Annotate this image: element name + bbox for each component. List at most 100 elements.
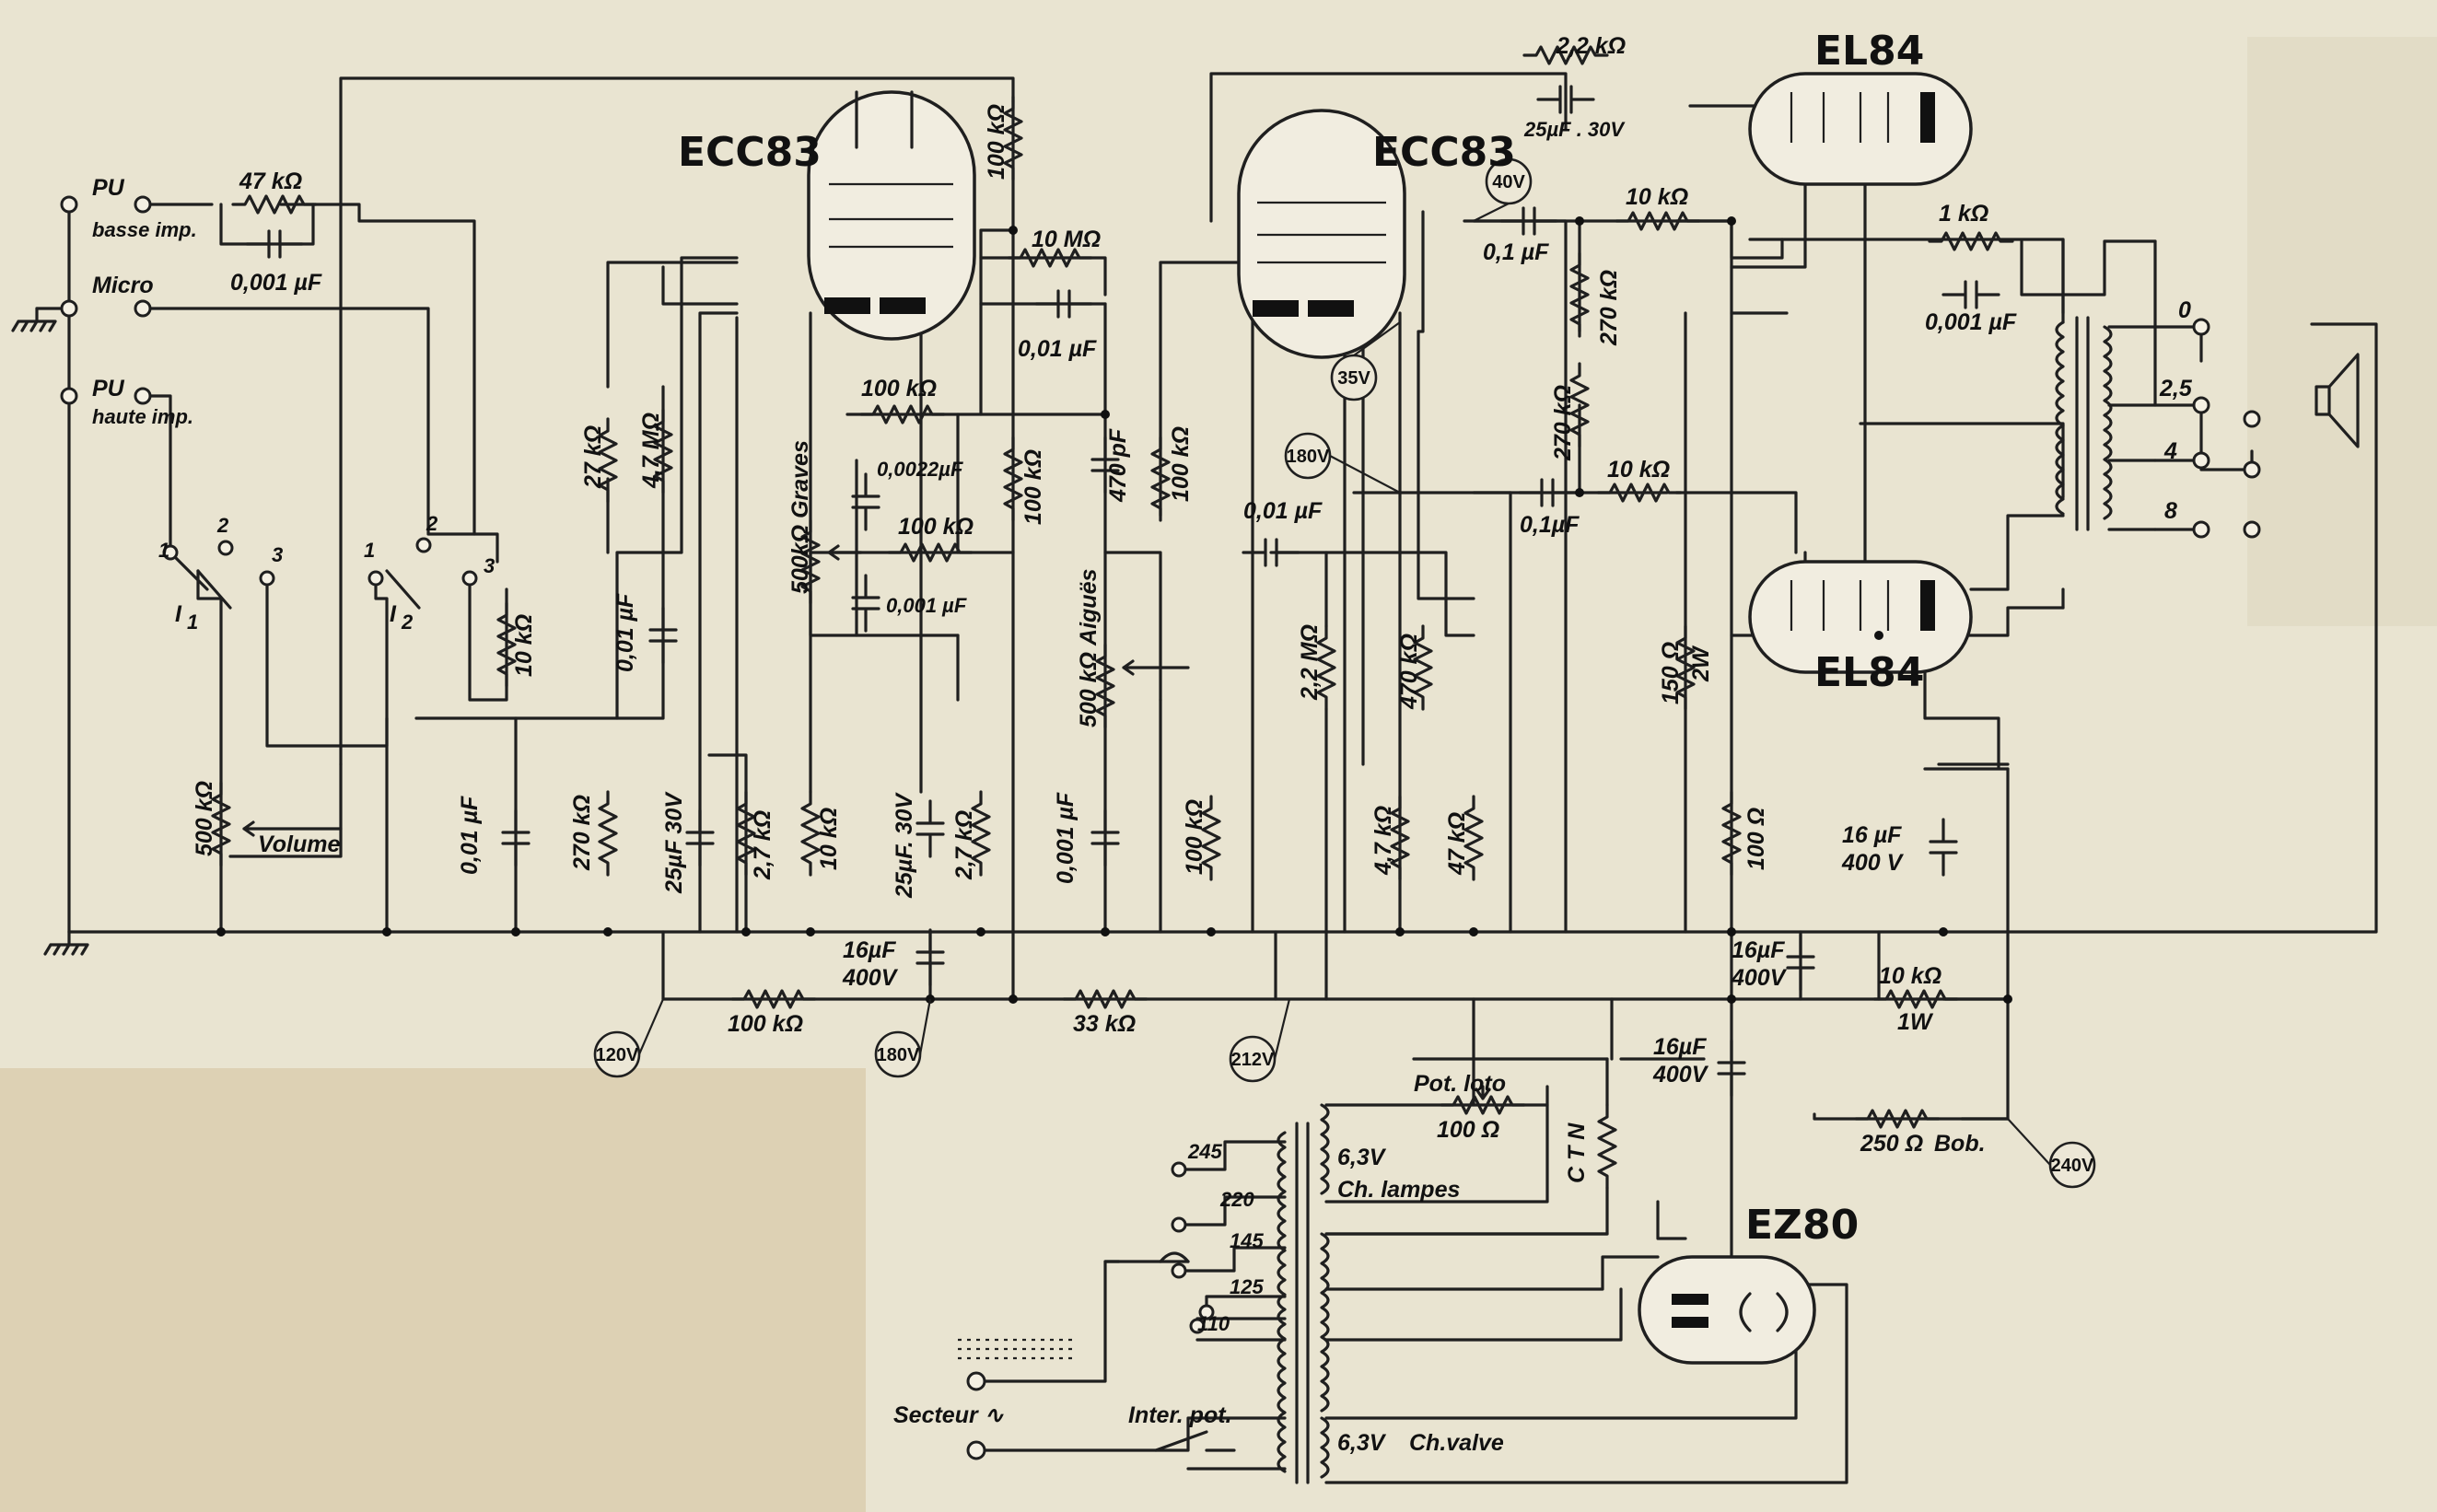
tube-label-ez80: EZ80 [1745, 1202, 1859, 1249]
voltage-240v: 240V [2051, 1156, 2094, 1176]
r-27k-label: 27 kΩ [580, 425, 606, 489]
input-pu-high: PU [92, 376, 125, 401]
tube-ecc83-2 [1237, 109, 1406, 359]
voltage-180v-a: 180V [1287, 447, 1330, 467]
voltage-120v: 120V [596, 1045, 639, 1065]
r-470k-label: 470 kΩ [1396, 634, 1422, 710]
input-pu-low: PU [92, 175, 125, 201]
pot-graves-label: 500kΩ Graves [787, 440, 813, 594]
r-47k-c-label: 47 kΩ [1444, 812, 1470, 876]
r-270k-c-label: 270 kΩ [1550, 385, 1576, 461]
c-25u-top-label: 25µF . 30V [1523, 118, 1626, 141]
tube-el84-1 [1748, 72, 1973, 186]
terminals [60, 195, 2261, 1460]
c-0001-tone-label: 0,001 µF [886, 594, 967, 617]
r-100k-b-label: 100 kΩ [1020, 449, 1046, 525]
voltage-35v: 35V [1337, 368, 1370, 389]
switch-i1-sub: 1 [187, 611, 198, 634]
volume-label: Volume [258, 832, 340, 857]
paper-lower-area [0, 1068, 866, 1512]
input-pu-high-sub: haute imp. [92, 405, 193, 428]
heater-valve-label: 6,3V [1337, 1430, 1387, 1456]
tube-el84-2 [1748, 560, 1973, 674]
r-10k-b-label: 10 kΩ [1626, 184, 1688, 210]
power-transformer [1277, 1103, 1330, 1484]
r-1k-label: 1 kΩ [1939, 201, 1988, 227]
inter-pot-label: Inter. pot. [1128, 1402, 1232, 1428]
c-470p-label: 470 pF [1105, 428, 1131, 503]
r-33k-label: 33 kΩ [1073, 1011, 1136, 1037]
labels: ECC83 ECC83 EL84 EL84 EZ80 PU basse imp.… [92, 28, 2193, 1456]
junction-dots [216, 216, 2012, 1004]
r-100k-tone2-label: 100 kΩ [898, 514, 974, 540]
faded-background-print [2247, 37, 2437, 626]
switch-pos1: 1 [158, 539, 169, 562]
r-27k-cath-label: 2,7 kΩ [750, 810, 775, 880]
c-25u-a-label: 25µF 30V [661, 791, 687, 894]
secteur-label: Secteur ∿ [893, 1402, 1005, 1428]
r-10k-a-label: 10 kΩ [816, 808, 842, 870]
r-10k-1w-p-label: 1W [1897, 1009, 1934, 1035]
heater-valve-l-label: Ch.valve [1409, 1430, 1504, 1456]
r-250-label: 250 Ω [1860, 1131, 1923, 1157]
mains-dashes [958, 1338, 1073, 1360]
c-001-a-label: 0,01 µF [1018, 336, 1097, 362]
tap-145-label: 145 [1230, 1229, 1264, 1252]
pot-loto-v-label: 100 Ω [1437, 1117, 1499, 1143]
c-25u-b-label: 25µF. 30V [892, 792, 917, 899]
c-0001-c-label: 0,001 µF [1053, 792, 1079, 884]
tube-label-ecc83-1: ECC83 [678, 129, 822, 176]
r-270k-b-label: 270 kΩ [1596, 270, 1622, 346]
switch-pos2b: 2 [426, 512, 438, 535]
r-47k-b-label: 4,7 kΩ [1370, 806, 1396, 876]
tap-25-label: 2,5 [2159, 376, 2193, 401]
r-47k-label: 47 kΩ [239, 169, 302, 194]
c-001-c-label: 0,01 µF [612, 593, 638, 672]
potentiometer-wipers [242, 544, 1609, 1100]
r-100k-tone-label: 100 kΩ [861, 376, 937, 401]
switch-pos1b: 1 [364, 539, 375, 562]
pot-loto-label: Pot. loto [1414, 1071, 1506, 1097]
r-10k-1w-label: 10 kΩ [1879, 963, 1941, 989]
tap-8-label: 8 [2164, 498, 2177, 524]
tap-245-label: 245 [1187, 1140, 1222, 1163]
c-01-b-label: 0,1µF [1520, 512, 1580, 538]
c-01-a-label: 0,1 µF [1483, 239, 1549, 265]
r-47M-label: 4,7 MΩ [638, 413, 664, 489]
c-00022-label: 0,0022µF [877, 458, 963, 481]
c-0001-in-label: 0,001 µF [230, 270, 322, 296]
tube-ez80 [1638, 1255, 1816, 1365]
tube-label-el84-2: EL84 [1814, 649, 1924, 696]
output-transformer [2055, 316, 2113, 531]
c-16u-c-label: 16µF [1732, 937, 1785, 963]
switch-i2-sub: 2 [401, 611, 414, 634]
r-10k-switch-label: 10 kΩ [511, 614, 537, 677]
voltage-markers [593, 157, 2096, 1189]
r-10k-c-label: 10 kΩ [1607, 457, 1670, 483]
switch-i2 [385, 569, 421, 610]
switch-i1-label: I [175, 601, 182, 627]
heater-lamps-label: 6,3V [1337, 1145, 1387, 1170]
r-10M-label: 10 MΩ [1032, 227, 1101, 252]
c-16u-b-v-label: 400V [842, 965, 899, 991]
r-100k-plate-label: 100 kΩ [984, 104, 1009, 180]
voltage-212v: 212V [1231, 1050, 1275, 1070]
r-100k-c-label: 100 kΩ [1168, 426, 1194, 502]
r-22M-label: 2,2 MΩ [1297, 624, 1323, 701]
pot-aigues-label: 500 kΩ Aiguës [1076, 569, 1102, 727]
voltage-180v-b: 180V [877, 1045, 920, 1065]
c-0001-fb-label: 0,001 µF [1925, 309, 2017, 335]
c-16u-c-v-label: 400V [1731, 965, 1788, 991]
r-270k-a-label: 270 kΩ [569, 795, 595, 871]
c-16u-a-label: 16 µF [1842, 822, 1902, 848]
ctn-label: C T N [1564, 1122, 1590, 1183]
r-22k-top-label: 2,2 kΩ [1556, 33, 1626, 59]
tap-110-label: 110 [1197, 1312, 1230, 1335]
input-micro: Micro [92, 273, 154, 298]
switch-power [1154, 1430, 1236, 1452]
r-100-b-label: 100 Ω [1743, 808, 1769, 870]
r-100k-d-label: 100 kΩ [1182, 799, 1207, 875]
c-16u-d-v-label: 400V [1652, 1062, 1709, 1087]
bob-label: Bob. [1934, 1131, 1986, 1157]
